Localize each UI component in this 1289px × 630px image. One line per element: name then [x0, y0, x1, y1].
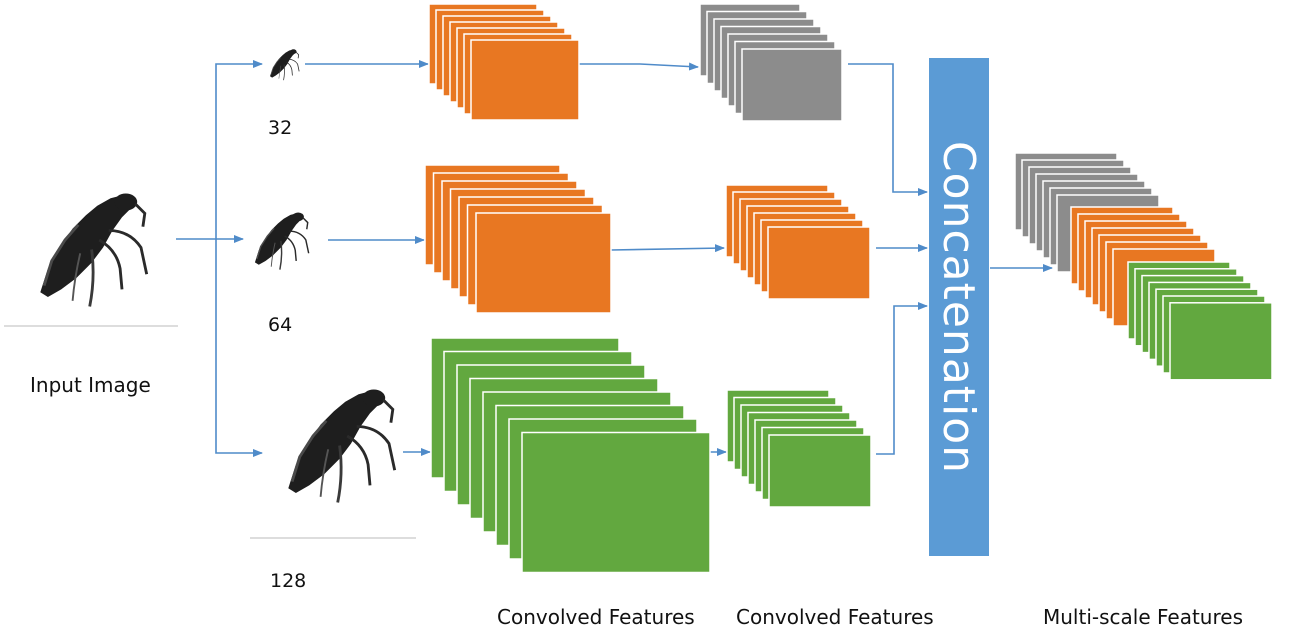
multiscale-features-label: Multi-scale Features	[1043, 605, 1243, 629]
arrow-to-128	[215, 239, 263, 457]
feature-map-card	[767, 226, 871, 300]
input-image	[4, 192, 178, 327]
arrow-conv1-to-conv2-top	[579, 62, 699, 71]
feature-stack-conv1-128	[430, 337, 711, 574]
convolved-features-label-1: Convolved Features	[497, 605, 695, 629]
scaled-image-128	[250, 388, 416, 539]
feature-stack-conv2-64	[725, 184, 871, 300]
feature-map-card	[1169, 302, 1273, 381]
scale-label-128: 128	[270, 570, 307, 592]
scale-label-64: 64	[268, 314, 293, 336]
input-image-label: Input Image	[30, 373, 151, 397]
feature-map-card	[741, 48, 843, 122]
scaled-image-64	[254, 211, 310, 271]
feature-stack-conv2-128	[726, 389, 872, 508]
arrow-conv2-to-concat-bot	[876, 302, 928, 455]
feature-map-card	[475, 212, 612, 314]
concatenation-bar	[929, 58, 989, 556]
feature-map-card	[768, 434, 872, 508]
arrow-to-32	[215, 60, 263, 239]
feature-stack-conv1-64	[424, 164, 612, 314]
scaled-image-32	[269, 48, 300, 81]
arrow-conv1-to-conv2-mid	[610, 244, 725, 253]
scale-label-32: 32	[268, 117, 293, 139]
feature-stack-conv2-32	[699, 3, 843, 122]
arrows	[176, 60, 1053, 457]
concatenation-label-wrap: Concatenation	[929, 58, 989, 556]
convolved-features-label-2: Convolved Features	[736, 605, 934, 629]
arrow-conv2-to-concat-top	[848, 63, 928, 196]
feature-map-card	[521, 431, 711, 574]
feature-stack-conv1-32	[428, 3, 580, 121]
concatenation-label: Concatenation	[933, 140, 985, 474]
feature-stack-output-green	[1127, 261, 1273, 381]
feature-map-card	[470, 39, 580, 121]
